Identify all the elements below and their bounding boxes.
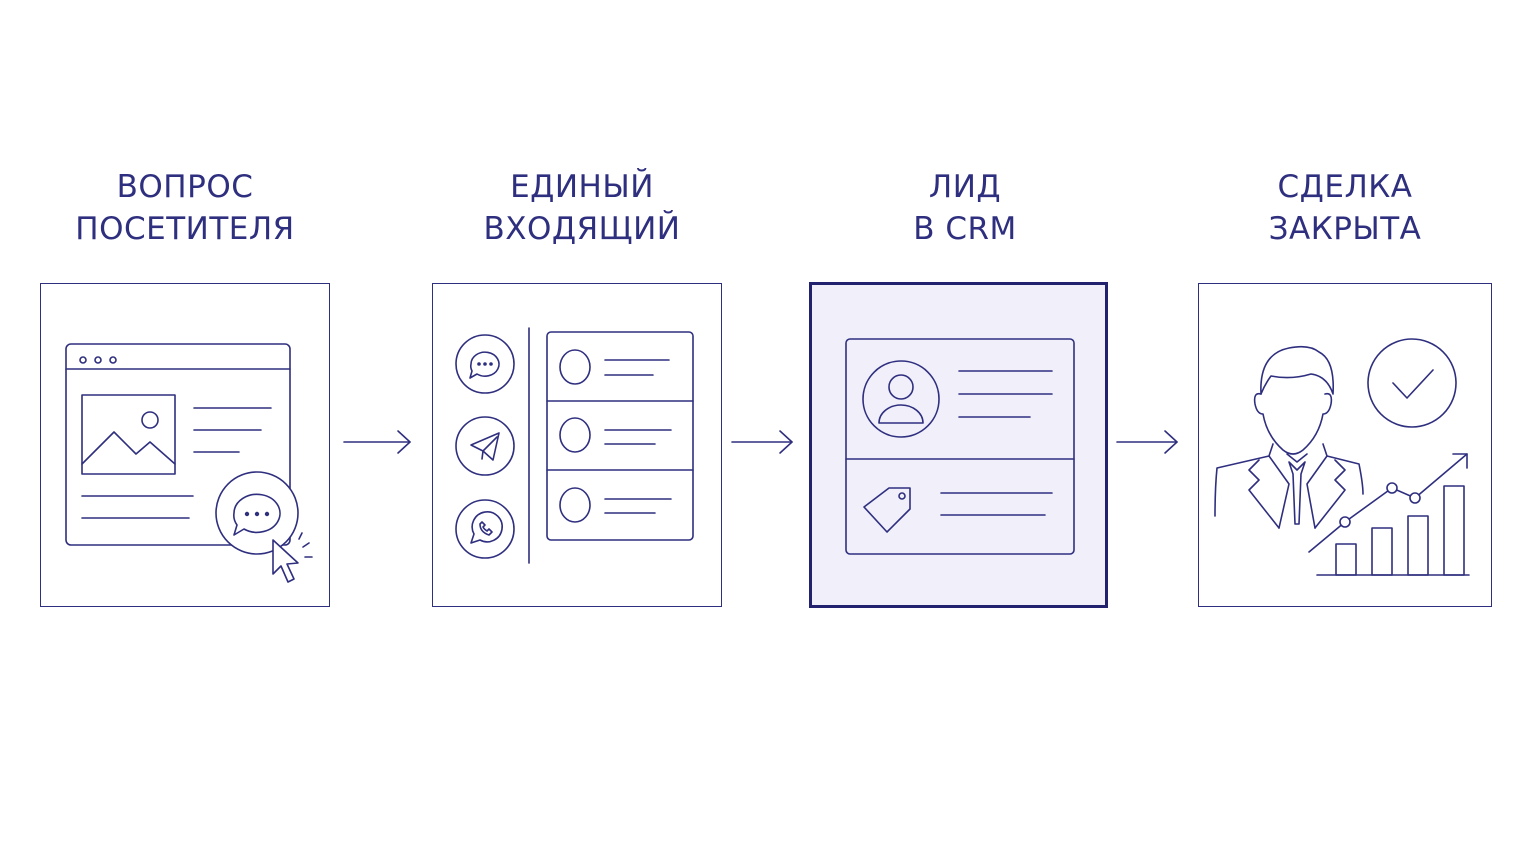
step-2-panel xyxy=(432,283,722,607)
checkmark-icon xyxy=(1367,338,1457,428)
step-1-title-line1: ВОПРОС xyxy=(116,169,254,205)
arrow-right-icon xyxy=(731,430,793,454)
step-2-title: ЕДИНЫЙ ВХОДЯЩИЙ xyxy=(432,166,732,250)
arrow-right-icon xyxy=(1116,430,1178,454)
step-3-title-line1: ЛИД xyxy=(928,169,1002,205)
step-3-title: ЛИД В CRM xyxy=(810,166,1120,250)
crm-lead-card-icon xyxy=(845,338,1075,555)
businessman-icon xyxy=(1214,345,1364,529)
growth-chart-icon xyxy=(1308,453,1470,576)
step-1-panel xyxy=(40,283,330,607)
step-4-title: СДЕЛКА ЗАКРЫТА xyxy=(1198,166,1492,250)
user-avatar-icon xyxy=(862,360,940,438)
unified-inbox-icon xyxy=(455,327,694,564)
cursor-icon xyxy=(272,532,313,583)
closed-deal-icon xyxy=(1214,338,1470,576)
step-1-title: ВОПРОС ПОСЕТИТЕЛЯ xyxy=(40,166,330,250)
step-3-panel xyxy=(809,282,1108,608)
step-4-title-line2: ЗАКРЫТА xyxy=(1268,211,1422,247)
step-1-title-line2: ПОСЕТИТЕЛЯ xyxy=(75,211,295,247)
conversation-list xyxy=(546,331,694,541)
step-4-title-line1: СДЕЛКА xyxy=(1277,169,1413,205)
step-4-panel xyxy=(1198,283,1492,607)
tag-icon xyxy=(863,487,911,533)
image-placeholder-icon xyxy=(81,394,176,475)
step-2-title-line1: ЕДИНЫЙ xyxy=(510,169,654,205)
arrow-right-icon xyxy=(343,430,411,454)
step-3-title-line2: В CRM xyxy=(913,211,1017,247)
telegram-icon xyxy=(455,416,515,476)
website-chat-icon xyxy=(65,343,313,583)
whatsapp-icon xyxy=(455,499,515,559)
chat-channel-icon xyxy=(455,334,515,394)
browser-window-icon xyxy=(65,343,291,546)
chat-bubble-icon xyxy=(215,471,299,555)
step-2-title-line2: ВХОДЯЩИЙ xyxy=(483,211,681,247)
